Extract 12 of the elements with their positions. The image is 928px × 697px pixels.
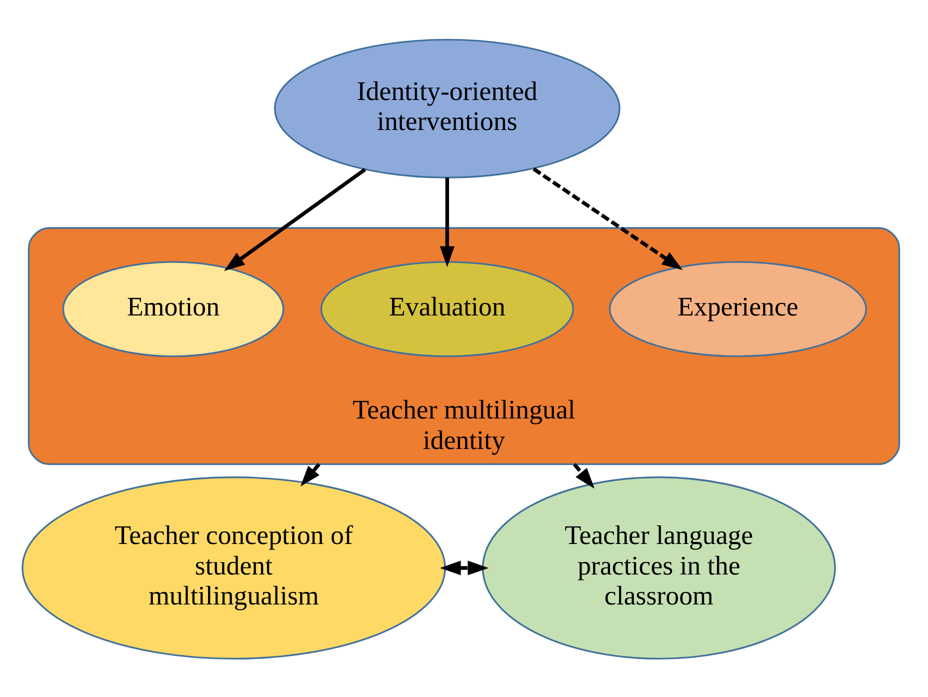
node-ellipse: Teacher language practices in the classroom bbox=[482, 476, 836, 660]
arrow bbox=[440, 177, 454, 267]
node-ellipse: Experience bbox=[608, 260, 867, 357]
arrow bbox=[532, 166, 683, 270]
node-ellipse: Emotion bbox=[62, 260, 284, 357]
node-ellipse: Teacher conception of student multilingualism bbox=[22, 476, 446, 660]
node-ellipse: Identity-oriented interventions bbox=[274, 38, 620, 178]
arrow bbox=[572, 462, 595, 488]
node-ellipse: Evaluation bbox=[320, 260, 574, 357]
arrow bbox=[224, 167, 366, 270]
arrow bbox=[440, 560, 489, 575]
arrow bbox=[300, 462, 320, 486]
